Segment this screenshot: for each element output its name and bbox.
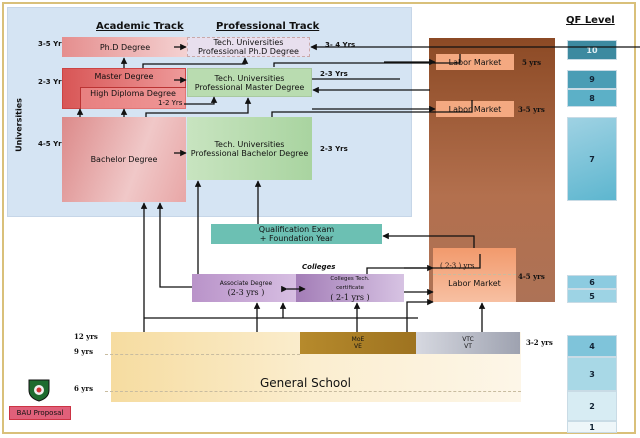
bachelor-duration: 4-5 Yrs: [38, 140, 66, 148]
arrow-school-to-lm3: [406, 298, 434, 332]
arrow-bachelor-to-tech-master: [145, 97, 252, 117]
tech-phd-duration: 3- 4 Yrs: [325, 41, 356, 49]
labor-market-top[interactable]: Labor Market: [436, 54, 514, 70]
vtc-line2: VT: [464, 343, 472, 350]
tech-master-line2: Professional Master Degree: [194, 82, 305, 92]
vtc-line1: VTC: [462, 336, 474, 343]
line-bachelor-to-lm2: [271, 100, 473, 117]
high-diploma-box[interactable]: [80, 87, 186, 109]
colleges-label: Colleges: [302, 263, 336, 271]
year-mark-12: 12 yrs: [74, 332, 98, 341]
general-school-label: General School: [260, 376, 351, 390]
labor-market-bottom-divider: [433, 274, 516, 275]
qf-level-2: 2: [567, 391, 617, 421]
tech-bachelor-line1: Tech. Universities: [214, 139, 285, 149]
vtc-vt-box[interactable]: VTC VT: [416, 332, 520, 354]
qf-level-7: 7: [567, 117, 617, 201]
qf-level-1: 1: [567, 421, 617, 433]
colleges-tech-certificate-box[interactable]: Colleges Tech. certificate ( 2-1 yrs ): [296, 274, 404, 302]
tech-bachelor-box[interactable]: Tech. Universities Professional Bachelor…: [187, 117, 312, 180]
high-diploma-duration: 1-2 Yrs: [158, 99, 183, 107]
phd-degree-label: Ph.D Degree: [99, 42, 151, 52]
high-diploma-label: High Diploma Degree: [90, 89, 176, 98]
bachelor-degree-label: Bachelor Degree: [90, 155, 158, 164]
ctech-line2: certificate: [336, 284, 364, 291]
diagram-frame: [2, 2, 636, 434]
moe-line2: VE: [354, 343, 362, 350]
qf-level-9: 9: [567, 70, 617, 89]
academic-track-title: Academic Track: [96, 21, 184, 32]
tech-bachelor-line2: Professional Bachelor Degree: [190, 148, 309, 158]
ctech-line1: Colleges Tech.: [330, 275, 370, 282]
labor-market-bottom[interactable]: [433, 248, 516, 302]
line-tech-master-to-lm1: [273, 54, 461, 67]
tech-phd-line1: Tech. Universities: [213, 38, 284, 47]
labor-market-top-label: Labor Market: [448, 57, 502, 67]
qualification-line2: + Foundation Year: [259, 234, 334, 243]
year-mark-9: 9 yrs: [74, 347, 94, 356]
school-9yrs-line: [105, 354, 300, 355]
associate-degree-duration: (2-3 yrs ): [227, 288, 265, 297]
year-mark-6: 6 yrs: [74, 384, 94, 393]
tech-master-line1: Tech. Universities: [214, 73, 285, 83]
arrow-lm-to-qual: [382, 232, 475, 248]
qf-level-4: 4: [567, 335, 617, 357]
bachelor-degree-box[interactable]: Bachelor Degree: [62, 117, 186, 202]
tech-phd-line2: Professional Ph.D Degree: [198, 47, 299, 56]
line-ctech-to-lm3: [366, 254, 481, 274]
qf-level-10: 10: [567, 40, 617, 60]
tech-master-box[interactable]: Tech. Universities Professional Master D…: [187, 68, 312, 97]
qf-level-title: QF Level: [566, 15, 615, 26]
qf-level-8: 8: [567, 89, 617, 107]
labor-market-middle-duration: 3-5 yrs: [518, 105, 545, 114]
qualification-line1: Qualification Exam: [258, 225, 335, 234]
labor-market-bottom-label: Labor Market: [448, 279, 501, 288]
arrow-master-to-tech-phd: [142, 57, 249, 68]
labor-market-bottom-duration: 4-5 yrs: [518, 272, 545, 281]
bau-proposal-badge: BAU Proposal: [9, 406, 71, 420]
phd-duration: 3-5 Yrs: [38, 40, 66, 48]
tech-master-duration: 2-3 Yrs: [320, 70, 348, 78]
qf-level-5: 5: [567, 289, 617, 303]
labor-market-top-duration: 5 yrs: [522, 58, 542, 67]
moe-line1: MoE: [351, 336, 365, 343]
tech-phd-box[interactable]: Tech. Universities Professional Ph.D Deg…: [187, 37, 310, 57]
labor-market-middle-label: Labor Market: [448, 104, 502, 114]
vocational-duration: 3-2 yrs: [526, 338, 553, 347]
qf-level-3: 3: [567, 357, 617, 391]
ctech-duration: ( 2-1 yrs ): [330, 292, 370, 302]
labor-market-middle[interactable]: Labor Market: [436, 101, 514, 117]
labor-market-bottom-inner-duration: ( 2-3 ) yrs: [440, 262, 475, 270]
master-degree-label: Master Degree: [94, 72, 154, 81]
qf-level-6: 6: [567, 275, 617, 289]
bau-proposal-label: BAU Proposal: [16, 408, 64, 417]
moe-ve-box[interactable]: MoE VE: [300, 332, 416, 354]
associate-degree-label: Associate Degree: [219, 280, 273, 287]
bau-shield-logo-icon: [27, 378, 51, 402]
professional-track-title: Professional Track: [216, 21, 320, 32]
school-6yrs-line: [105, 391, 521, 392]
arrow-hdip-to-tech-master: [184, 96, 218, 105]
master-duration: 2-3 Yrs: [38, 78, 66, 86]
arrow-assoc-to-bachelor: [156, 202, 192, 288]
phd-degree-box[interactable]: Ph.D Degree: [62, 37, 188, 57]
tech-bachelor-duration: 2-3 Yrs: [320, 145, 348, 153]
qualification-exam-box[interactable]: Qualification Exam + Foundation Year: [211, 224, 382, 244]
